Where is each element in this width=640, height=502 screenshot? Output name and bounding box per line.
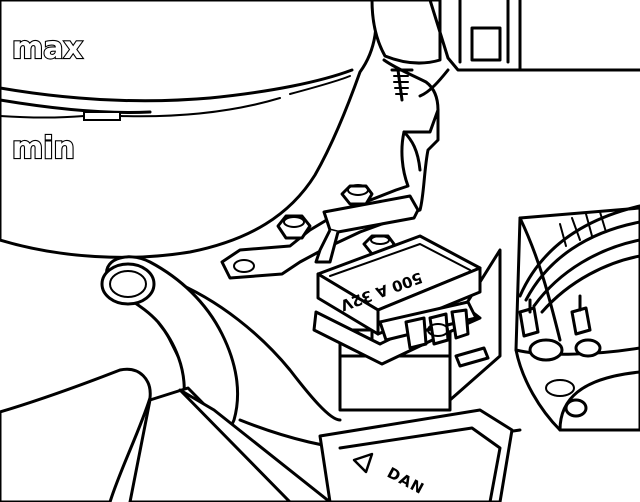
bracket-bolts: [276, 184, 396, 256]
warning-triangle-icon: [352, 452, 374, 474]
connector-slot: [454, 346, 490, 368]
clamp-strap: [314, 194, 420, 264]
warning-panel: DAN: [318, 408, 514, 502]
bottom-plate: [128, 386, 332, 502]
battery-cables: [518, 204, 640, 338]
reservoir: max min: [0, 0, 378, 259]
level-notch: [83, 111, 121, 121]
bracket-hole: [233, 259, 255, 273]
fuse-terminals: [378, 300, 478, 350]
mounting-screw: [390, 68, 414, 102]
min-level-label: min: [12, 131, 75, 166]
housing-window: [470, 26, 502, 62]
max-level-label: max: [12, 31, 83, 66]
upper-housing: [370, 0, 640, 112]
